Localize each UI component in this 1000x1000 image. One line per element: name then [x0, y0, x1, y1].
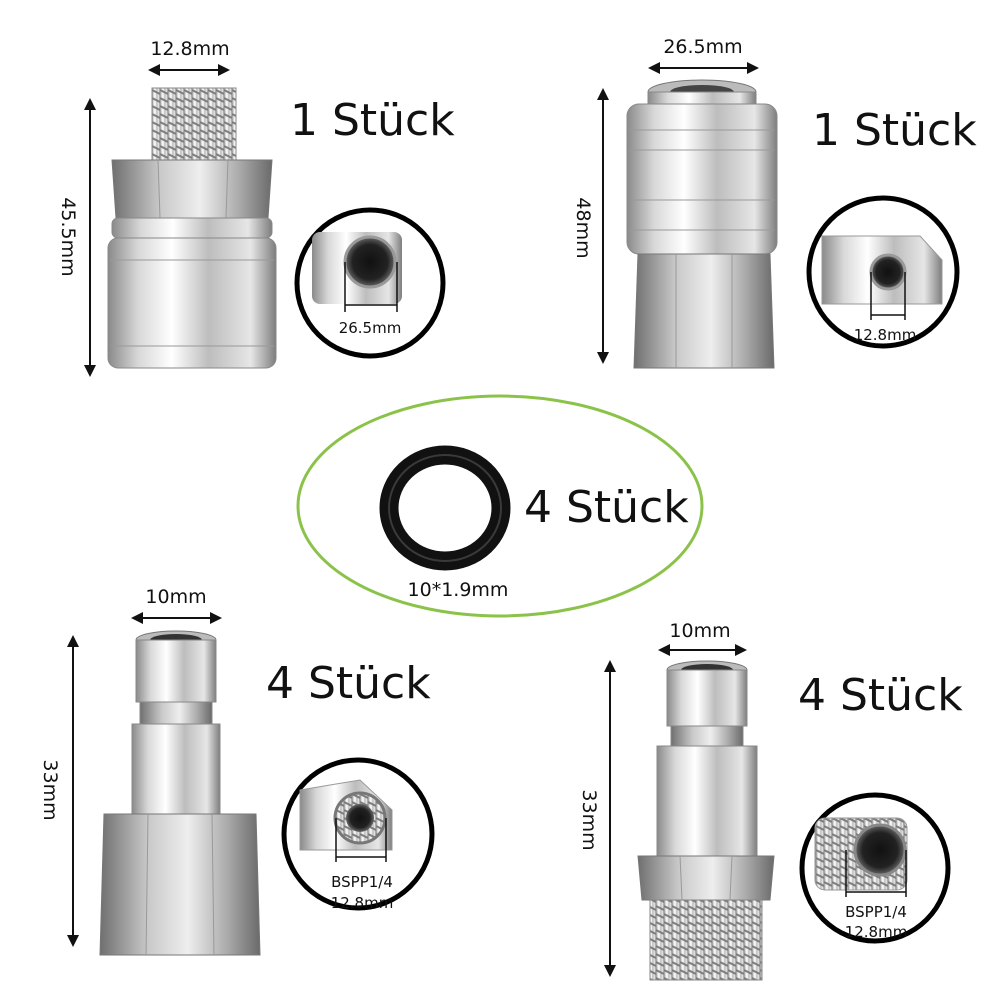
detail-label: 26.5mm — [339, 319, 402, 337]
width-arrow — [131, 612, 222, 624]
width-arrow — [148, 64, 230, 76]
detail-circle — [281, 757, 435, 911]
detail-circle — [294, 207, 446, 359]
plug-part-2 — [637, 660, 775, 981]
height-arrow — [67, 635, 79, 947]
height-arrow — [84, 98, 96, 377]
detail-label: 12.8mm — [854, 326, 917, 344]
quantity-label: 4 Stück — [524, 482, 689, 533]
height-label: 33mm — [578, 789, 600, 850]
item-plug-female-thread: 33mm 10mm 4 Stück BSPP1/4 — [39, 586, 435, 956]
o-ring-part — [379, 445, 511, 571]
width-label: 10mm — [669, 620, 730, 642]
width-label: 26.5mm — [663, 36, 742, 58]
height-arrow — [597, 88, 609, 364]
quantity-label: 1 Stück — [812, 105, 977, 156]
height-label: 48mm — [572, 197, 594, 258]
quantity-label: 4 Stück — [798, 670, 963, 721]
plug-part-1 — [99, 630, 261, 956]
width-label: 10mm — [145, 586, 206, 608]
thread-type-label: BSPP1/4 — [845, 903, 907, 921]
item-plug-male-thread: 33mm 10mm 4 Stück BSPP1/4 — [578, 620, 963, 981]
coupler-part-2 — [626, 79, 778, 369]
width-label: 12.8mm — [150, 38, 229, 60]
item-female-coupler-female-thread: 48mm 26.5mm 1 Stück — [572, 36, 977, 369]
detail-circle — [799, 792, 951, 944]
thread-type-label: BSPP1/4 — [331, 873, 393, 891]
size-label: 10*1.9mm — [408, 579, 509, 601]
item-female-coupler-male-thread: 45.5mm 12.8mm 1 Stück — [57, 38, 455, 377]
quantity-label: 4 Stück — [266, 658, 431, 709]
detail-circle — [806, 195, 960, 349]
detail-label: 12.8mm — [845, 923, 908, 941]
height-label: 33mm — [39, 759, 61, 820]
highlight-ellipse — [296, 394, 704, 618]
item-o-ring: 4 Stück 10*1.9mm — [296, 394, 704, 618]
coupler-part-1 — [107, 87, 277, 369]
width-arrow — [658, 644, 747, 656]
width-arrow — [648, 62, 759, 74]
quantity-label: 1 Stück — [290, 95, 455, 146]
detail-label: 12.8mm — [331, 894, 394, 912]
height-arrow — [604, 660, 616, 977]
height-label: 45.5mm — [57, 197, 79, 276]
